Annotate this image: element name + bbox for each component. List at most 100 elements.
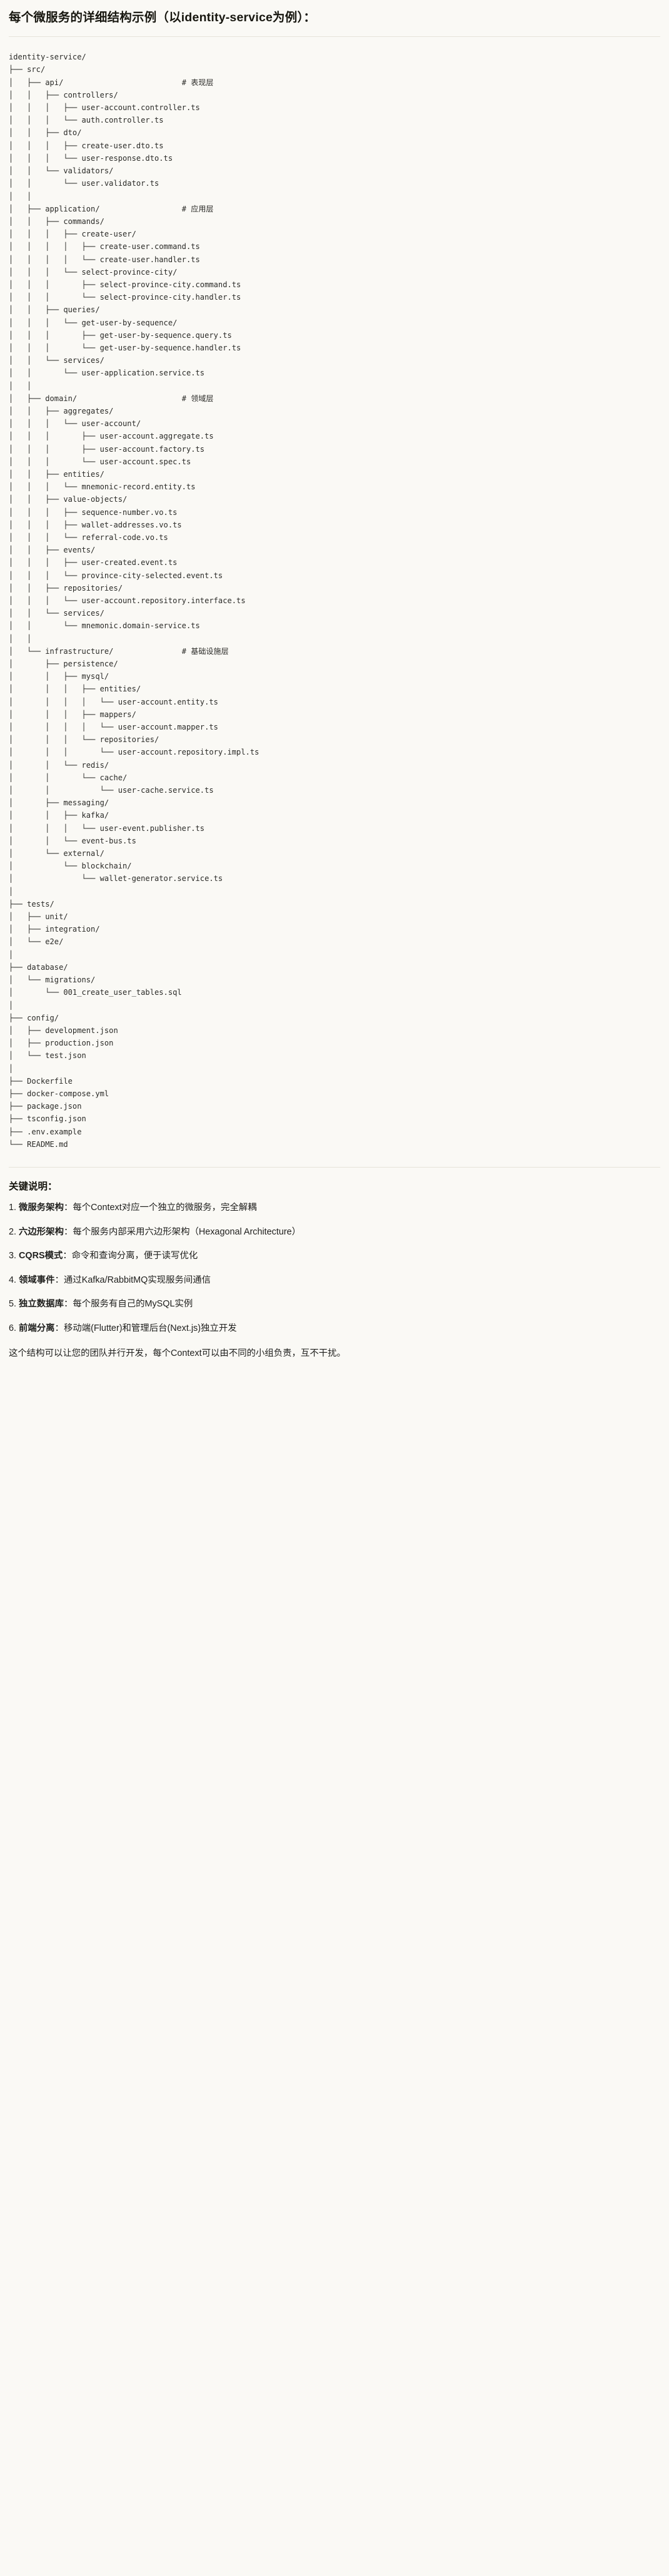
tree-line: │ │ └── user-cache.service.ts — [9, 786, 214, 795]
tree-line: │ │ │ │ └── user-account.mapper.ts — [9, 723, 218, 732]
tree-line: │ └── migrations/ — [9, 975, 96, 985]
tree-line: │ — [9, 1064, 14, 1073]
tree-line: │ │ ├── mysql/ — [9, 672, 109, 681]
key-note-separator: ： — [63, 1226, 73, 1237]
tree-line: │ └── external/ — [9, 849, 104, 858]
tree-node-label: │ ├── api/ — [9, 78, 182, 87]
tree-line: │ │ — [9, 191, 32, 201]
tree-line: │ │ │ └── select-province-city/ — [9, 267, 178, 277]
key-note-text: 每个服务内部采用六边形架构（Hexagonal Architecture） — [73, 1226, 301, 1237]
key-note-item: 6. 前端分离：移动端(Flutter)和管理后台(Next.js)独立开发 — [9, 1322, 660, 1336]
tree-line: │ — [9, 950, 14, 959]
key-note-number: 1. — [9, 1202, 19, 1213]
tree-line: │ │ │ ├── user-created.event.ts — [9, 558, 178, 568]
key-note-separator: ： — [63, 1202, 73, 1213]
tree-line: │ │ ├── aggregates/ — [9, 406, 114, 415]
tree-line: │ │ └── services/ — [9, 356, 104, 365]
key-note-term: 领域事件 — [19, 1275, 55, 1285]
key-note-text: 每个服务有自己的MySQL实例 — [73, 1299, 193, 1310]
tree-line: │ │ │ └── user-account.repository.impl.t… — [9, 748, 259, 757]
tree-line: │ │ │ └── user-response.dto.ts — [9, 153, 173, 163]
tree-line: │ │ │ ├── user-account.controller.ts — [9, 103, 200, 113]
tree-line: ├── tests/ — [9, 899, 54, 909]
tree-line: │ ├── messaging/ — [9, 798, 109, 808]
tree-line: ├── package.json — [9, 1102, 82, 1111]
tree-line: │ ├── unit/ — [9, 912, 68, 922]
tree-line: │ │ — [9, 634, 32, 643]
tree-line: │ │ ├── queries/ — [9, 305, 100, 315]
tree-line: │ │ │ ├── wallet-addresses.vo.ts — [9, 520, 182, 529]
tree-line: └── README.md — [9, 1139, 68, 1149]
tree-line: │ │ ├── dto/ — [9, 128, 82, 138]
tree-line: │ ├── application/ # 应用层 — [9, 203, 660, 215]
tree-line: │ — [9, 1000, 14, 1010]
tree-line: │ │ │ ├── select-province-city.command.t… — [9, 280, 241, 289]
tree-line: │ │ │ └── get-user-by-sequence.handler.t… — [9, 343, 241, 352]
tree-layer-comment: # 表现层 — [181, 78, 214, 87]
tree-line: │ │ ├── commands/ — [9, 216, 104, 226]
page-root: 每个微服务的详细结构示例（以identity-service为例）： ident… — [9, 11, 660, 1358]
tree-line: │ │ │ ├── create-user/ — [9, 230, 136, 239]
tree-line: │ │ │ └── mnemonic-record.entity.ts — [9, 482, 196, 492]
key-note-text: 移动端(Flutter)和管理后台(Next.js)独立开发 — [63, 1323, 237, 1333]
tree-line: │ │ ├── entities/ — [9, 469, 104, 479]
tree-line: │ └── blockchain/ — [9, 862, 132, 871]
tree-line: │ │ │ └── user-account.spec.ts — [9, 457, 191, 466]
key-note-term: 独立数据库 — [19, 1299, 64, 1310]
tree-layer-comment: # 应用层 — [181, 204, 214, 213]
key-note-number: 2. — [9, 1226, 19, 1237]
tree-line: │ │ │ └── get-user-by-sequence/ — [9, 318, 178, 327]
tree-line: │ │ │ ├── entities/ — [9, 685, 141, 694]
key-note-text: 每个Context对应一个独立的微服务，完全解耦 — [73, 1202, 257, 1213]
tree-line: │ └── infrastructure/ # 基础设施层 — [9, 645, 660, 658]
key-note-number: 3. — [9, 1251, 19, 1261]
tree-line: │ │ │ └── select-province-city.handler.t… — [9, 293, 241, 302]
tree-line: │ ├── domain/ # 领域层 — [9, 392, 660, 405]
key-note-item: 3. CQRS模式：命令和查询分离，便于读写优化 — [9, 1250, 660, 1263]
tree-layer-comment: # 基础设施层 — [181, 646, 229, 656]
tree-line: │ │ │ └── user-event.publisher.ts — [9, 823, 205, 833]
tree-line: │ └── wallet-generator.service.ts — [9, 874, 223, 883]
tree-line: ├── tsconfig.json — [9, 1114, 86, 1124]
key-note-term: 六边形架构 — [19, 1226, 64, 1237]
tree-line: │ │ — [9, 381, 32, 390]
tree-line: identity-service/ — [9, 53, 86, 62]
tree-line: │ ├── api/ # 表现层 — [9, 76, 660, 89]
tree-line: │ │ └── services/ — [9, 609, 104, 618]
tree-node-label: │ ├── application/ — [9, 204, 182, 213]
tree-line: │ │ ├── controllers/ — [9, 90, 118, 99]
tree-line: │ │ │ ├── user-account.factory.ts — [9, 444, 205, 454]
key-note-number: 4. — [9, 1275, 19, 1285]
tree-line: │ │ │ │ └── create-user.handler.ts — [9, 255, 200, 264]
tree-line: │ │ ├── kafka/ — [9, 811, 109, 820]
key-note-term: 微服务架构 — [19, 1202, 64, 1213]
tree-line: │ │ ├── value-objects/ — [9, 495, 128, 504]
tree-line: │ └── 001_create_user_tables.sql — [9, 988, 182, 997]
tree-line: │ │ │ └── user-account.repository.interf… — [9, 596, 246, 605]
directory-tree-code-block: identity-service/├── src/│ ├── api/ # 表现… — [9, 37, 660, 1167]
tree-line: ├── .env.example — [9, 1127, 82, 1136]
tree-line: │ ├── development.json — [9, 1026, 118, 1035]
tree-line: │ │ └── redis/ — [9, 760, 109, 770]
tree-line: ├── docker-compose.yml — [9, 1089, 109, 1098]
page-title: 每个微服务的详细结构示例（以identity-service为例）： — [9, 11, 316, 24]
tree-line: │ │ │ ├── create-user.dto.ts — [9, 141, 164, 150]
tree-line: │ │ └── validators/ — [9, 166, 114, 176]
tree-node-label: │ └── infrastructure/ — [9, 646, 182, 656]
tree-node-label: │ ├── domain/ — [9, 394, 182, 403]
tree-line: │ │ └── mnemonic.domain-service.ts — [9, 621, 200, 631]
key-note-separator: ： — [54, 1275, 64, 1285]
title-divider — [9, 36, 660, 38]
key-note-text: 通过Kafka/RabbitMQ实现服务间通信 — [63, 1275, 211, 1285]
key-note-term: CQRS模式 — [19, 1251, 63, 1261]
tree-line: │ │ ├── events/ — [9, 546, 96, 555]
key-note-item: 4. 领域事件：通过Kafka/RabbitMQ实现服务间通信 — [9, 1274, 660, 1288]
tree-line: │ │ │ └── referral-code.vo.ts — [9, 532, 168, 542]
tree-line: │ │ │ │ └── user-account.entity.ts — [9, 697, 218, 706]
tree-line: │ │ └── cache/ — [9, 773, 128, 782]
key-note-item: 1. 微服务架构：每个Context对应一个独立的微服务，完全解耦 — [9, 1201, 660, 1215]
tree-line: ├── database/ — [9, 962, 68, 972]
tree-line: │ │ │ ├── user-account.aggregate.ts — [9, 432, 214, 441]
key-note-item: 5. 独立数据库：每个服务有自己的MySQL实例 — [9, 1298, 660, 1311]
